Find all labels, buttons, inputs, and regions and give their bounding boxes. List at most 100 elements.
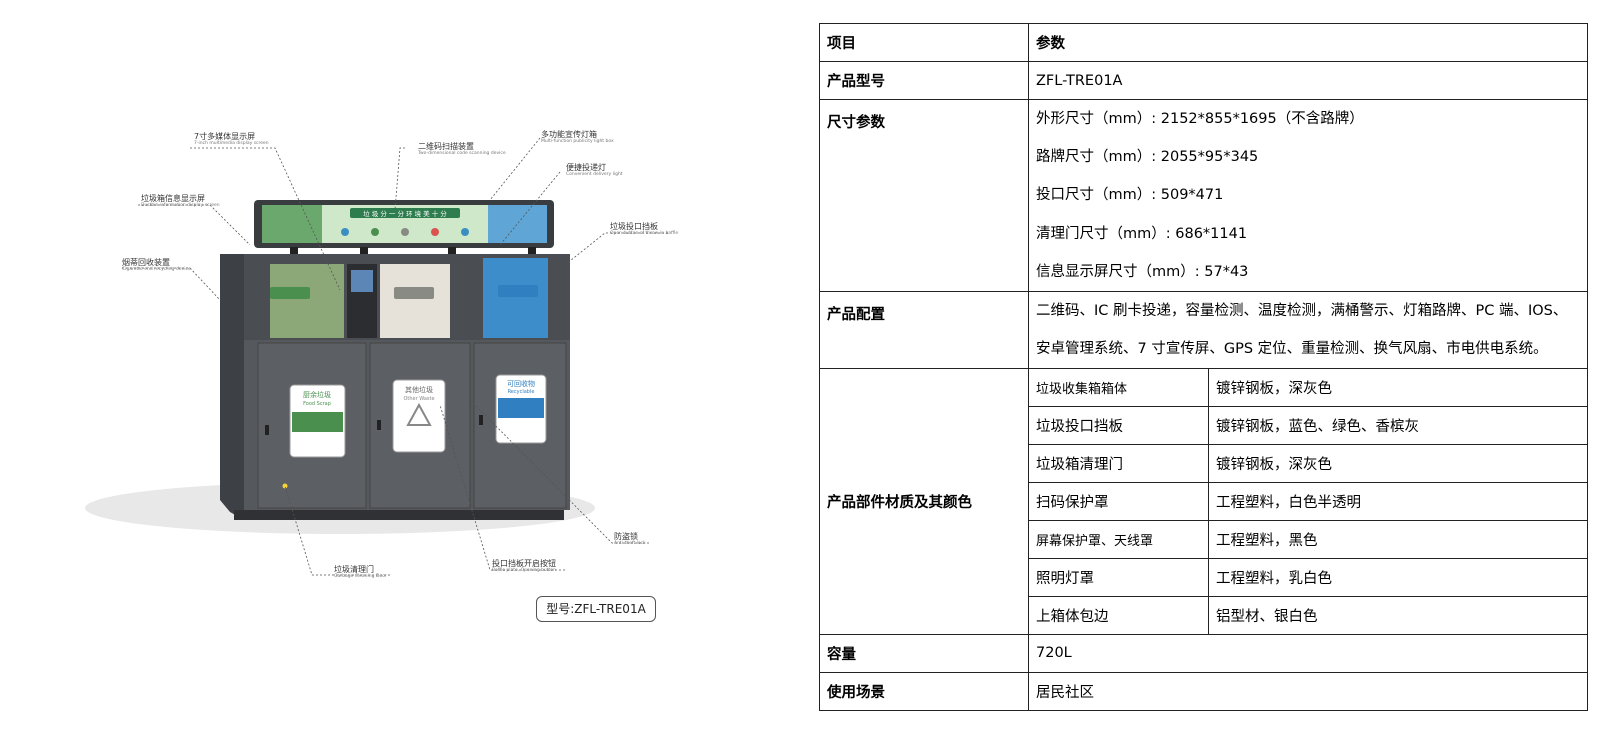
callout-en: 7-inch multimedia display screen — [194, 141, 269, 146]
size-value-cell: 外形尺寸（mm）: 2152*855*1695（不含路牌） 路牌尺寸（mm）: … — [1028, 99, 1588, 292]
food-scrap-label-en: Food Scrap — [303, 401, 331, 407]
size-line: 外形尺寸（mm）: 2152*855*1695（不含路牌） — [1036, 111, 1364, 127]
lightbox-post — [528, 247, 536, 255]
material-part-cell: 扫码保护罩 — [1028, 481, 1209, 521]
scenario-value-cell: 居民社区 — [1028, 671, 1588, 711]
table-row-material: 屏幕保护罩、天线罩 工程塑料，黑色 — [820, 519, 1588, 559]
callout-cn: 便捷投递灯 — [566, 163, 606, 172]
capacity-value-cell: 720L — [1028, 633, 1588, 673]
callout-en: Dustbin information display screen — [141, 203, 220, 208]
lightbox-icon — [431, 228, 439, 236]
callout-lines — [122, 137, 668, 576]
material-part-cell: 垃圾箱清理门 — [1028, 443, 1209, 483]
table-row-material: 垃圾箱清理门 镀锌钢板，深灰色 — [820, 443, 1588, 483]
material-value-cell: 镀锌钢板，深灰色 — [1208, 367, 1588, 407]
callout-multimedia-screen: 7寸多媒体显示屏 7-inch multimedia display scree… — [194, 132, 269, 147]
table-row-scenario: 使用场景 居民社区 — [819, 671, 1588, 711]
recyclable-opening — [483, 258, 548, 338]
other-waste-label-cn: 其他垃圾 — [405, 385, 433, 394]
callout-cn: 防盗锁 — [614, 532, 638, 541]
callout-cn: 垃圾投口挡板 — [610, 222, 658, 231]
material-part-cell: 照明灯罩 — [1028, 557, 1209, 597]
material-value-cell: 工程塑料，乳白色 — [1208, 557, 1588, 597]
lightbox-post — [290, 247, 298, 255]
lightbox-icon — [371, 228, 379, 236]
material-part-cell: 垃圾收集箱箱体 — [1028, 367, 1209, 407]
lightbox-icon — [341, 228, 349, 236]
indicator-light — [282, 483, 288, 489]
table-row-config: 产品配置 二维码、IC 刷卡投递，容量检测、温度检测，满桶警示、灯箱路牌、PC … — [819, 290, 1588, 369]
callout-en: Open button of throw-in baffle — [610, 231, 679, 236]
table-row-header: 项目 参数 — [819, 23, 1588, 62]
material-value-cell: 镀锌钢板，蓝色、绿色、香槟灰 — [1208, 405, 1588, 445]
callout-baffle-button: 投口挡板开启按钮 Baffle plate, Opening button — [492, 559, 556, 574]
material-part-cell: 上箱体包边 — [1028, 595, 1209, 635]
lightbox-scene-left — [262, 205, 322, 243]
callout-cn: 烟蒂回收装置 — [122, 258, 170, 267]
callout-qr-scanner: 二维码扫描装置 Two-dimensional code scanning de… — [418, 142, 506, 157]
size-line: 路牌尺寸（mm）: 2055*95*345 — [1036, 149, 1259, 166]
food-scrap-label-cn: 厨余垃圾 — [303, 390, 331, 399]
model-value-cell: ZFL-TRE01A — [1028, 61, 1588, 100]
scenario-label-cell: 使用场景 — [819, 671, 1029, 711]
lightbox-slogan: 垃 圾 分 一 分 环 境 美 十 分 — [363, 209, 447, 218]
header-item: 项目 — [819, 23, 1029, 62]
config-value-cell: 二维码、IC 刷卡投递，容量检测、温度检测，满桶警示、灯箱路牌、PC 端、IOS… — [1028, 290, 1588, 369]
base — [234, 510, 564, 520]
lock-icon — [377, 420, 381, 430]
lightbox-slogan-bar — [350, 208, 460, 218]
size-line: 信息显示屏尺寸（mm）: 57*43 — [1036, 263, 1249, 280]
table-row-model: 产品型号 ZFL-TRE01A — [819, 61, 1588, 100]
callout-cn: 投口挡板开启按钮 — [492, 559, 556, 568]
table-row-size: 尺寸参数 外形尺寸（mm）: 2152*855*1695（不含路牌） 路牌尺寸（… — [819, 99, 1588, 292]
callout-cigarette-device: 烟蒂回收装置 Cigarette end recycling device — [122, 258, 191, 273]
side-panel — [220, 254, 244, 520]
food-scrap-label-band — [292, 412, 343, 432]
capacity-label-cell: 容量 — [819, 633, 1029, 673]
table-row-material: 产品部件材质及其颜色 垃圾收集箱箱体 镀锌钢板，深灰色 — [819, 367, 1588, 635]
other-waste-label — [392, 379, 446, 453]
header-value: 参数 — [1028, 23, 1588, 62]
lock-icon — [479, 415, 483, 425]
material-part-cell: 垃圾投口挡板 — [1028, 405, 1209, 445]
food-scrap-tag — [270, 287, 310, 299]
spec-table: 项目 参数 产品型号 ZFL-TRE01A 尺寸参数 外形尺寸（mm）: 215… — [819, 23, 1588, 711]
callout-en: Two-dimensional code scanning device — [418, 151, 506, 156]
callout-cn: 垃圾箱信息显示屏 — [141, 194, 205, 203]
callout-en: Anti-theft lock — [614, 541, 646, 546]
callout-cn: 二维码扫描装置 — [418, 142, 474, 151]
callout-info-screen: 垃圾箱信息显示屏 Dustbin information display scr… — [141, 194, 220, 209]
material-value-cell: 铝型材、银白色 — [1208, 595, 1588, 635]
material-value-cell: 镀锌钢板，深灰色 — [1208, 443, 1588, 483]
lightbox-icon — [461, 228, 469, 236]
table-row-capacity: 容量 720L — [819, 633, 1588, 673]
table-row-material: 上箱体包边 铝型材、银白色 — [820, 595, 1588, 635]
lightbox-icon — [401, 228, 409, 236]
other-waste-opening — [380, 264, 450, 338]
model-label: 型号:ZFL-TRE01A — [536, 596, 656, 622]
callout-en: Garbage Cleaning Door — [334, 574, 387, 579]
callout-cn: 7寸多媒体显示屏 — [194, 132, 256, 141]
callout-cn: 垃圾清理门 — [334, 565, 374, 574]
callout-en: Cigarette end recycling device — [122, 267, 191, 272]
food-scrap-opening — [270, 264, 344, 338]
recyclable-label-en: Recyclable — [508, 389, 535, 395]
size-line: 投口尺寸（mm）: 509*471 — [1036, 187, 1224, 204]
size-line: 清理门尺寸（mm）: 686*1141 — [1036, 225, 1248, 242]
callout-en: Convenient delivery light — [566, 172, 623, 177]
lock-icon — [265, 425, 269, 435]
recyclable-label-cn: 可回收物 — [507, 379, 535, 388]
garbage-station-illustration: 垃 圾 分 一 分 环 境 美 十 分 厨余垃圾 Food S — [85, 137, 668, 576]
other-waste-symbol — [406, 402, 432, 426]
size-label-cell: 尺寸参数 — [819, 99, 1029, 292]
materials-label-cell: 产品部件材质及其颜色 — [819, 367, 1029, 635]
material-value-cell: 工程塑料，白色半透明 — [1208, 481, 1588, 521]
lightbox-post — [360, 247, 368, 255]
callout-delivery-light: 便捷投递灯 Convenient delivery light — [566, 163, 623, 178]
callout-cleaning-door: 垃圾清理门 Garbage Cleaning Door — [334, 565, 387, 580]
callout-en: Multi-function publicity light box — [541, 139, 614, 144]
callout-throw-in-baffle: 垃圾投口挡板 Open button of throw-in baffle — [610, 222, 678, 237]
callout-light-box: 多功能宣传灯箱 Multi-function publicity light b… — [541, 130, 614, 145]
material-part-cell: 屏幕保护罩、天线罩 — [1028, 519, 1209, 559]
callout-anti-theft-lock: 防盗锁 Anti-theft lock — [614, 532, 646, 547]
